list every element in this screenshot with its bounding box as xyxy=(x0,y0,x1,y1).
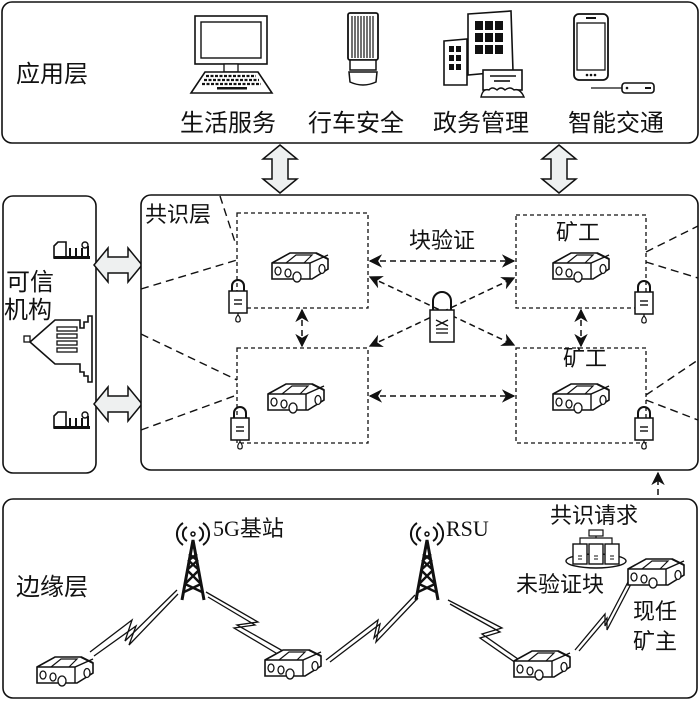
verify-arrow-diagonal-2 xyxy=(368,277,516,347)
service-label-driving-safety: 行车安全 xyxy=(308,109,404,137)
smartphone-icon xyxy=(573,13,655,94)
node-box-bottom-right xyxy=(515,347,647,444)
node-box-bottom-left xyxy=(236,347,369,444)
consensus-request-label: 共识请求 xyxy=(550,504,639,529)
trusted-authority-title-line1: 可信 xyxy=(6,268,54,296)
current-miner-label-line1: 现任 xyxy=(633,600,678,625)
app-consensus-arrow-right xyxy=(541,144,577,194)
current-miner-label-line2: 矿主 xyxy=(633,630,678,655)
certificate-authority-icon xyxy=(23,315,93,383)
edge-layer-box xyxy=(2,498,698,699)
wireless-links xyxy=(89,581,632,671)
base-station-label: 5G基站 xyxy=(213,516,284,541)
service-label-government: 政务管理 xyxy=(433,109,529,137)
miner-label-bottom: 矿工 xyxy=(563,347,608,372)
authority-consensus-arrow-top xyxy=(93,247,143,283)
desktop-computer-icon xyxy=(189,15,274,94)
edge-layer-title: 边缘层 xyxy=(16,573,88,601)
trusted-authority-title-line2: 机构 xyxy=(4,296,52,324)
truck-top-view-icon xyxy=(347,12,379,86)
service-label-smart-traffic: 智能交通 xyxy=(568,109,664,137)
node-box-top-right xyxy=(515,214,647,309)
rsu-label: RSU xyxy=(446,516,489,541)
unverified-block-icon xyxy=(565,529,627,569)
node-box-top-left xyxy=(236,212,369,309)
government-building-icon xyxy=(443,10,526,98)
unverified-block-label: 未验证块 xyxy=(516,573,605,598)
block-verify-label: 块验证 xyxy=(409,229,476,254)
consensus-layer-title: 共识层 xyxy=(145,203,212,228)
authority-consensus-arrow-bottom xyxy=(93,386,143,422)
application-layer-title: 应用层 xyxy=(16,60,88,88)
service-label-life: 生活服务 xyxy=(180,109,276,137)
verified-lock-icon xyxy=(429,291,455,343)
miner-label-top: 矿工 xyxy=(556,221,601,246)
app-consensus-arrow-left xyxy=(262,144,298,194)
